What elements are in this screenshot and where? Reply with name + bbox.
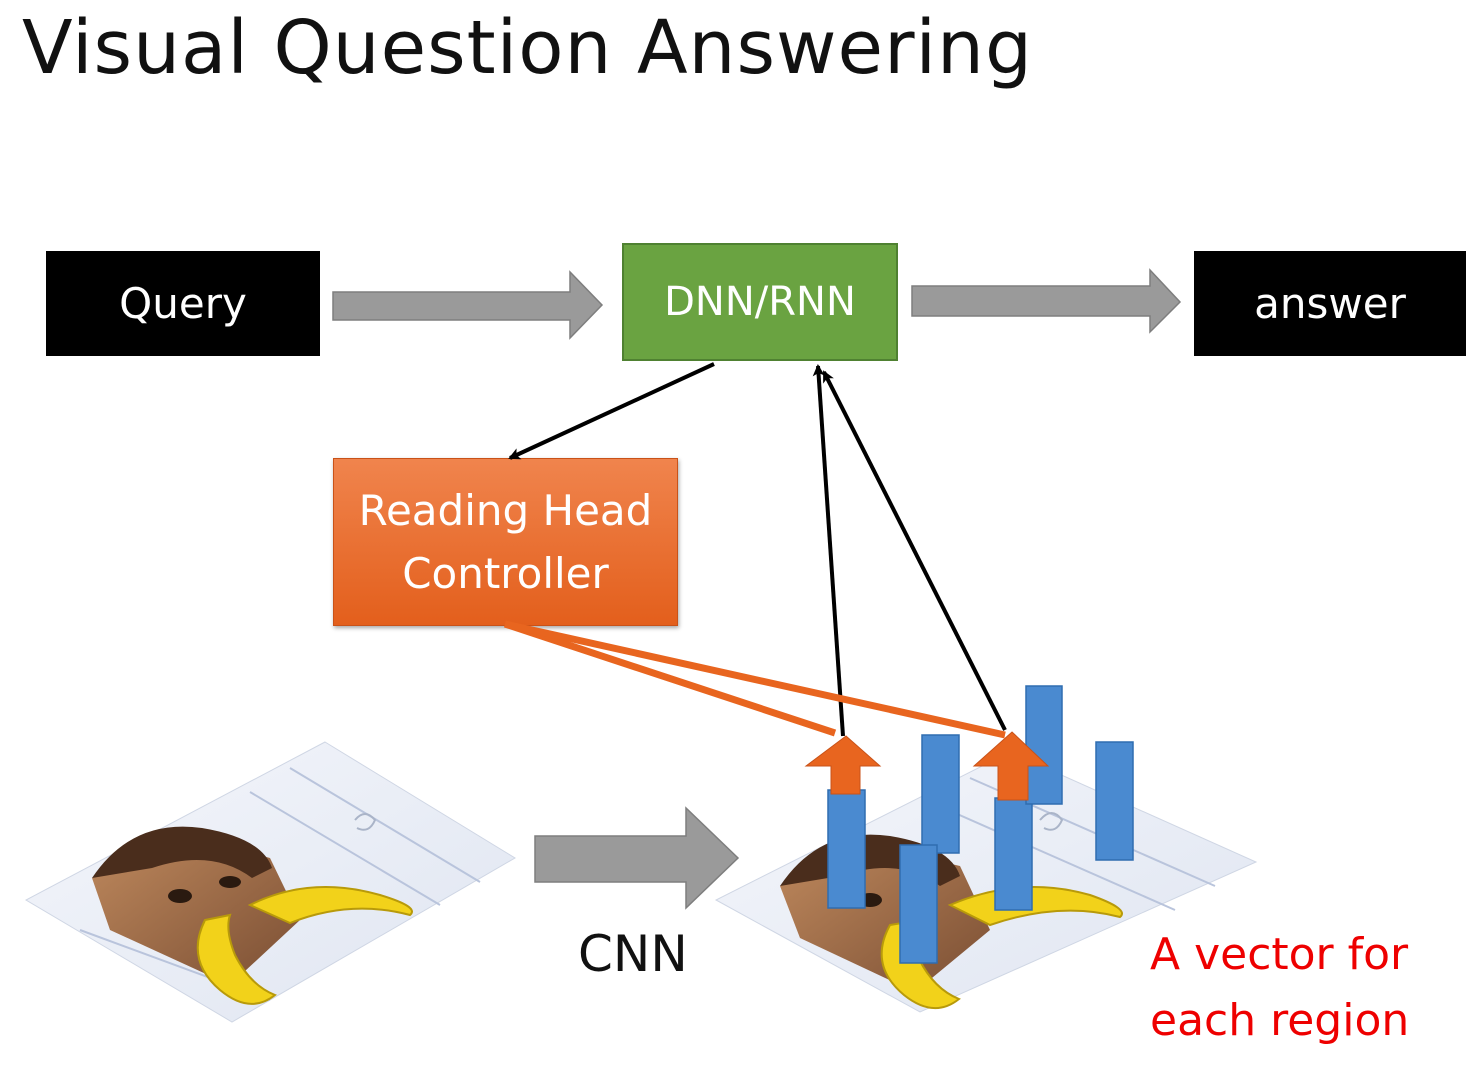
reading-head-controller-box: Reading Head Controller — [333, 458, 678, 626]
region-vector-bar — [1025, 685, 1063, 805]
controller-to-region1-line — [503, 620, 837, 737]
reading-head-label-line2: Controller — [402, 549, 609, 598]
region-vector-bar — [994, 797, 1033, 911]
region-vector-bar — [899, 844, 938, 964]
cnn-label: CNN — [578, 925, 688, 983]
region-vector-bar — [827, 789, 866, 909]
dnn-to-answer-arrow — [911, 268, 1182, 334]
vector1-to-dnn-arrow — [812, 364, 845, 737]
region-vector-bar — [1095, 741, 1134, 861]
vector-caption-line2: each region — [1150, 995, 1410, 1046]
reading-head-label-line1: Reading Head — [358, 486, 653, 535]
dnn-rnn-box: DNN/RNN — [622, 243, 898, 361]
query-box: Query — [46, 251, 320, 356]
vector2-to-dnn-arrow — [822, 370, 1007, 731]
slide-title: Visual Question Answering — [22, 5, 1033, 91]
dnn-to-controller-arrow — [508, 362, 715, 460]
answer-box: answer — [1194, 251, 1466, 356]
answer-label: answer — [1254, 279, 1406, 328]
controller-to-region2-line — [504, 620, 1006, 739]
vector-caption-line1: A vector for — [1150, 929, 1409, 980]
dnn-rnn-label: DNN/RNN — [664, 279, 856, 325]
input-image — [24, 741, 516, 1023]
read-arrow-region1 — [804, 735, 882, 795]
query-label: Query — [119, 279, 247, 328]
read-arrow-region2 — [972, 731, 1050, 801]
region-vector-bar — [921, 734, 960, 854]
vector-caption: A vector for each region — [1150, 922, 1409, 1054]
region-vectors — [827, 685, 1134, 964]
query-to-dnn-arrow — [332, 270, 604, 340]
cnn-arrow — [534, 806, 740, 910]
